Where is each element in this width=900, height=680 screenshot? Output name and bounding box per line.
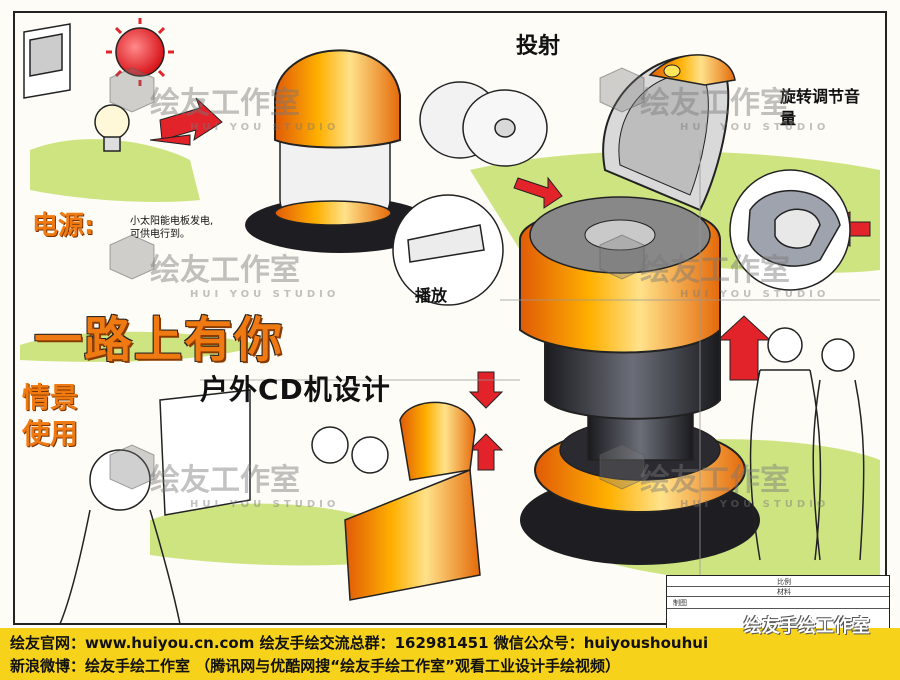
title-block-drawn: 制图 [673,599,687,607]
lightbulb-icon [94,104,130,152]
cd-discs [419,81,548,167]
detail-circle-knob [729,169,851,291]
detail-circle-strap [392,194,504,306]
title-block-scale: 比例 [777,578,791,586]
sheet-border [13,11,887,625]
scene-projection-sketch [159,389,481,601]
footer-contact-line: 绘友官网：www.huiyou.cn.com 绘友手绘交流总群：16298145… [10,634,709,652]
label-projection: 投射 [516,34,561,59]
footer-weibo-line: 新浪微博：绘友手绘工作室 （腾讯网与优酷网搜“绘友手绘工作室”观看工业设计手绘视… [10,657,620,675]
cd-player-sketch-small [245,49,435,253]
label-play: 播放 [415,286,448,305]
watermark-cubes [109,67,645,490]
solar-panel-sketch [23,23,71,99]
label-power-note: 小太阳能电板发电, 可供电行到。 [130,216,214,240]
title-block-material: 材料 [777,588,791,596]
label-volume: 旋转调节音 量 [780,87,861,128]
label-scenario: 情景 使用 [22,381,79,450]
drawing-title-block: 比例 材料 制图 [666,575,890,629]
construction-lines [200,150,880,600]
people-sketches [59,327,865,625]
label-power: 电源: [32,211,95,241]
sketch-canvas [13,11,887,625]
sheet-title: 一路上有你 [34,312,285,368]
sheet-subtitle: 户外CD机设计 [200,373,391,406]
sun-icon [106,18,174,86]
footer-bar: 绘友官网：www.huiyou.cn.com 绘友手绘交流总群：16298145… [0,628,900,680]
wechat-badge: 绘友手绘工作室 [744,616,870,637]
